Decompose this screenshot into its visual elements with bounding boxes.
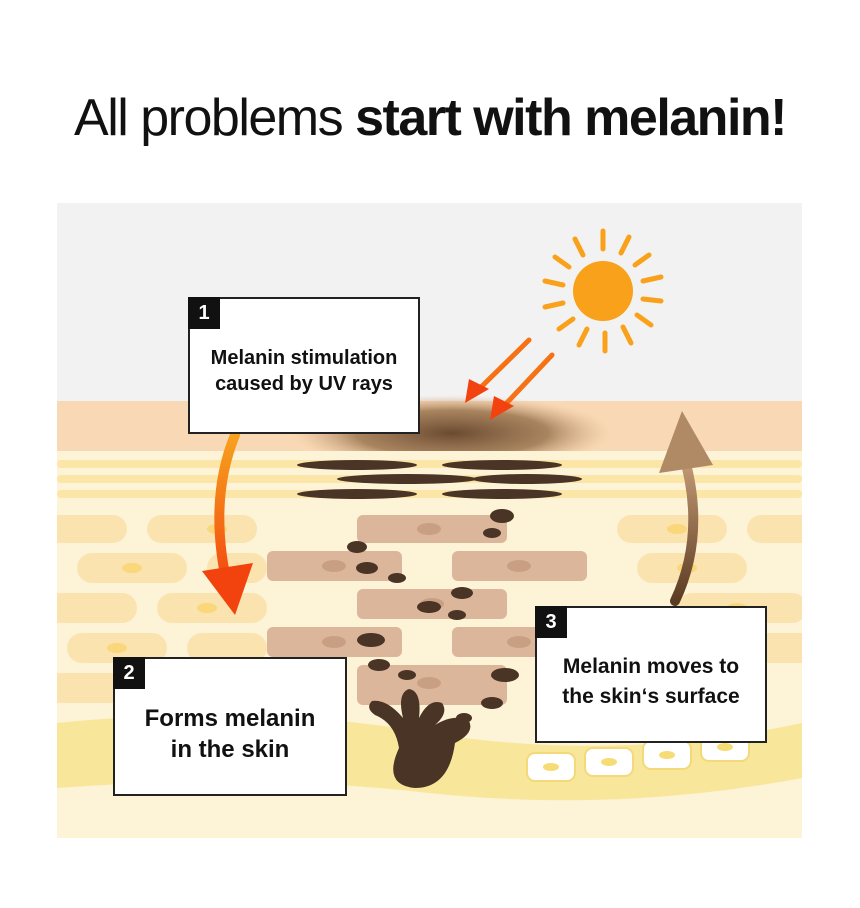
melanocyte (369, 689, 471, 788)
step-3-box: 3 Melanin moves to the skin‘s surface (535, 606, 767, 743)
rise-arrow (670, 448, 699, 606)
surface-melanin (297, 460, 582, 499)
step-2-line-2: in the skin (170, 736, 290, 763)
step-1-number: 1 (188, 297, 220, 329)
uv-arrows (474, 337, 555, 411)
page-title: All problems start with melanin! (0, 88, 860, 148)
title-light-part: All problems (74, 89, 344, 147)
step-1-line-1: Melanin stimulation (210, 347, 398, 369)
step-2-line-1: Forms melanin (144, 705, 316, 732)
step-2-box: 2 Forms melanin in the skin (113, 657, 347, 796)
step-1-text: Melanin stimulation caused by UV rays (190, 345, 418, 397)
sky-background (57, 203, 802, 403)
step-3-text: Melanin moves to the skin‘s surface (537, 652, 765, 712)
step-2-text: Forms melanin in the skin (115, 703, 345, 765)
melanin-granules (347, 509, 519, 723)
step-3-line-2: the skin‘s surface (562, 685, 740, 708)
sun-icon (542, 228, 664, 354)
step-2-number: 2 (113, 657, 145, 689)
step-3-number: 3 (535, 606, 567, 638)
title-bold-part: start with melanin! (355, 89, 787, 147)
step-1-line-2: caused by UV rays (215, 373, 393, 395)
step-3-line-1: Melanin moves to (562, 655, 740, 678)
step-1-box: 1 Melanin stimulation caused by UV rays (188, 297, 420, 434)
